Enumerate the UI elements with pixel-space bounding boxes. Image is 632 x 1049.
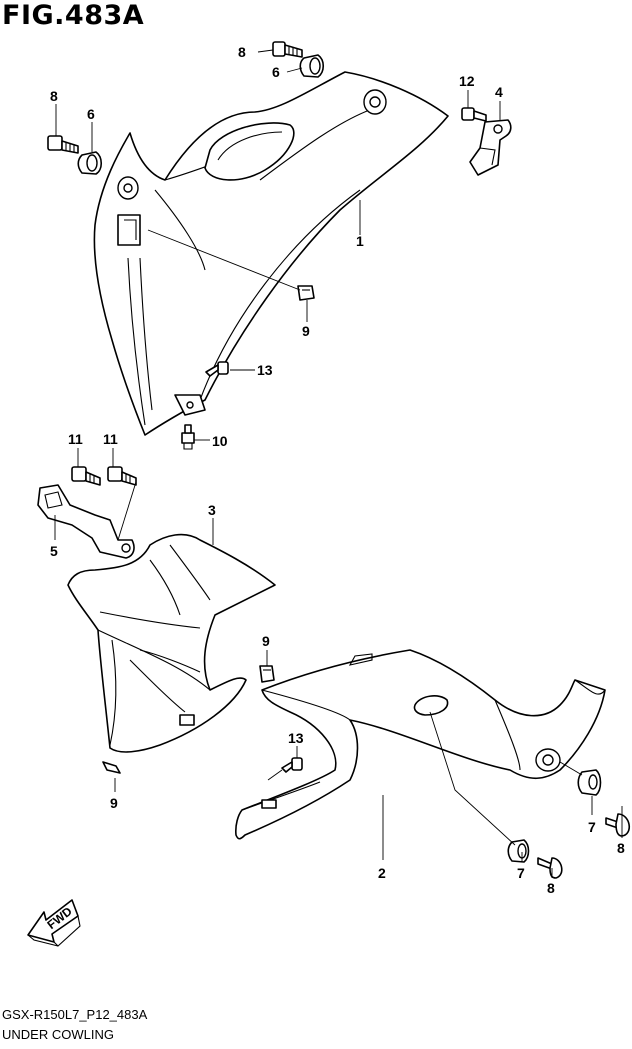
- bolt-8-b: [605, 813, 630, 837]
- callout-13-lower: 13: [288, 730, 304, 746]
- screw-13-upper: [205, 361, 229, 377]
- nut-9-upper: [297, 285, 315, 301]
- callout-11-a: 11: [68, 431, 83, 447]
- callout-6-top: 6: [272, 64, 280, 80]
- callout-10: 10: [212, 433, 228, 449]
- bolt-8-top: [272, 41, 303, 58]
- callout-7-b: 7: [588, 819, 596, 835]
- callout-12: 12: [459, 73, 475, 89]
- part-5-bracket: [37, 484, 135, 559]
- nut-9-lower: [102, 761, 121, 774]
- screw-13-lower: [281, 757, 303, 773]
- model-code: GSX-R150L7_P12_483A: [2, 1007, 148, 1022]
- callout-7-a: 7: [517, 865, 525, 881]
- callout-13-upper: 13: [257, 362, 273, 378]
- callout-9-upper: 9: [302, 323, 310, 339]
- callout-8-a: 8: [547, 880, 555, 896]
- figure-subtitle: UNDER COWLING: [2, 1027, 114, 1042]
- fastener-10: [181, 424, 195, 450]
- screw-12: [461, 107, 487, 122]
- callout-5: 5: [50, 543, 58, 559]
- callout-4: 4: [495, 84, 503, 100]
- bolt-11-a: [71, 466, 101, 486]
- bolt-8-a: [537, 857, 563, 879]
- figure-title: FIG.483A: [2, 0, 145, 31]
- callout-6-left: 6: [87, 106, 95, 122]
- callout-9-lower: 9: [110, 795, 118, 811]
- grommet-7-a: [507, 839, 530, 863]
- callout-8-top: 8: [238, 44, 246, 60]
- grommet-6-top: [299, 54, 325, 78]
- callout-3: 3: [208, 502, 216, 518]
- callout-numbers: 8 6 8 6 12 4 1 9 13 10 11 11 3 5 9 13 9 …: [50, 44, 625, 896]
- grommet-6-left: [77, 151, 103, 175]
- bolt-8-left: [47, 135, 79, 154]
- callout-8-b: 8: [617, 840, 625, 856]
- callout-2: 2: [378, 865, 386, 881]
- part-4-bracket: [469, 119, 512, 176]
- leader-lines: [54, 49, 623, 878]
- grommet-7-b: [577, 769, 602, 796]
- callout-11-b: 11: [103, 431, 118, 447]
- part-1-side-cowling: [93, 71, 449, 436]
- callout-9-mid: 9: [262, 633, 270, 649]
- callout-8-left: 8: [50, 88, 58, 104]
- part-2-lower-cowling: [235, 649, 606, 840]
- nut-9-mid: [259, 665, 275, 683]
- bolt-11-b: [107, 466, 137, 486]
- part-3-inner-cowling: [67, 533, 276, 753]
- callout-1: 1: [356, 233, 364, 249]
- fwd-arrow-icon: FWD: [27, 899, 81, 947]
